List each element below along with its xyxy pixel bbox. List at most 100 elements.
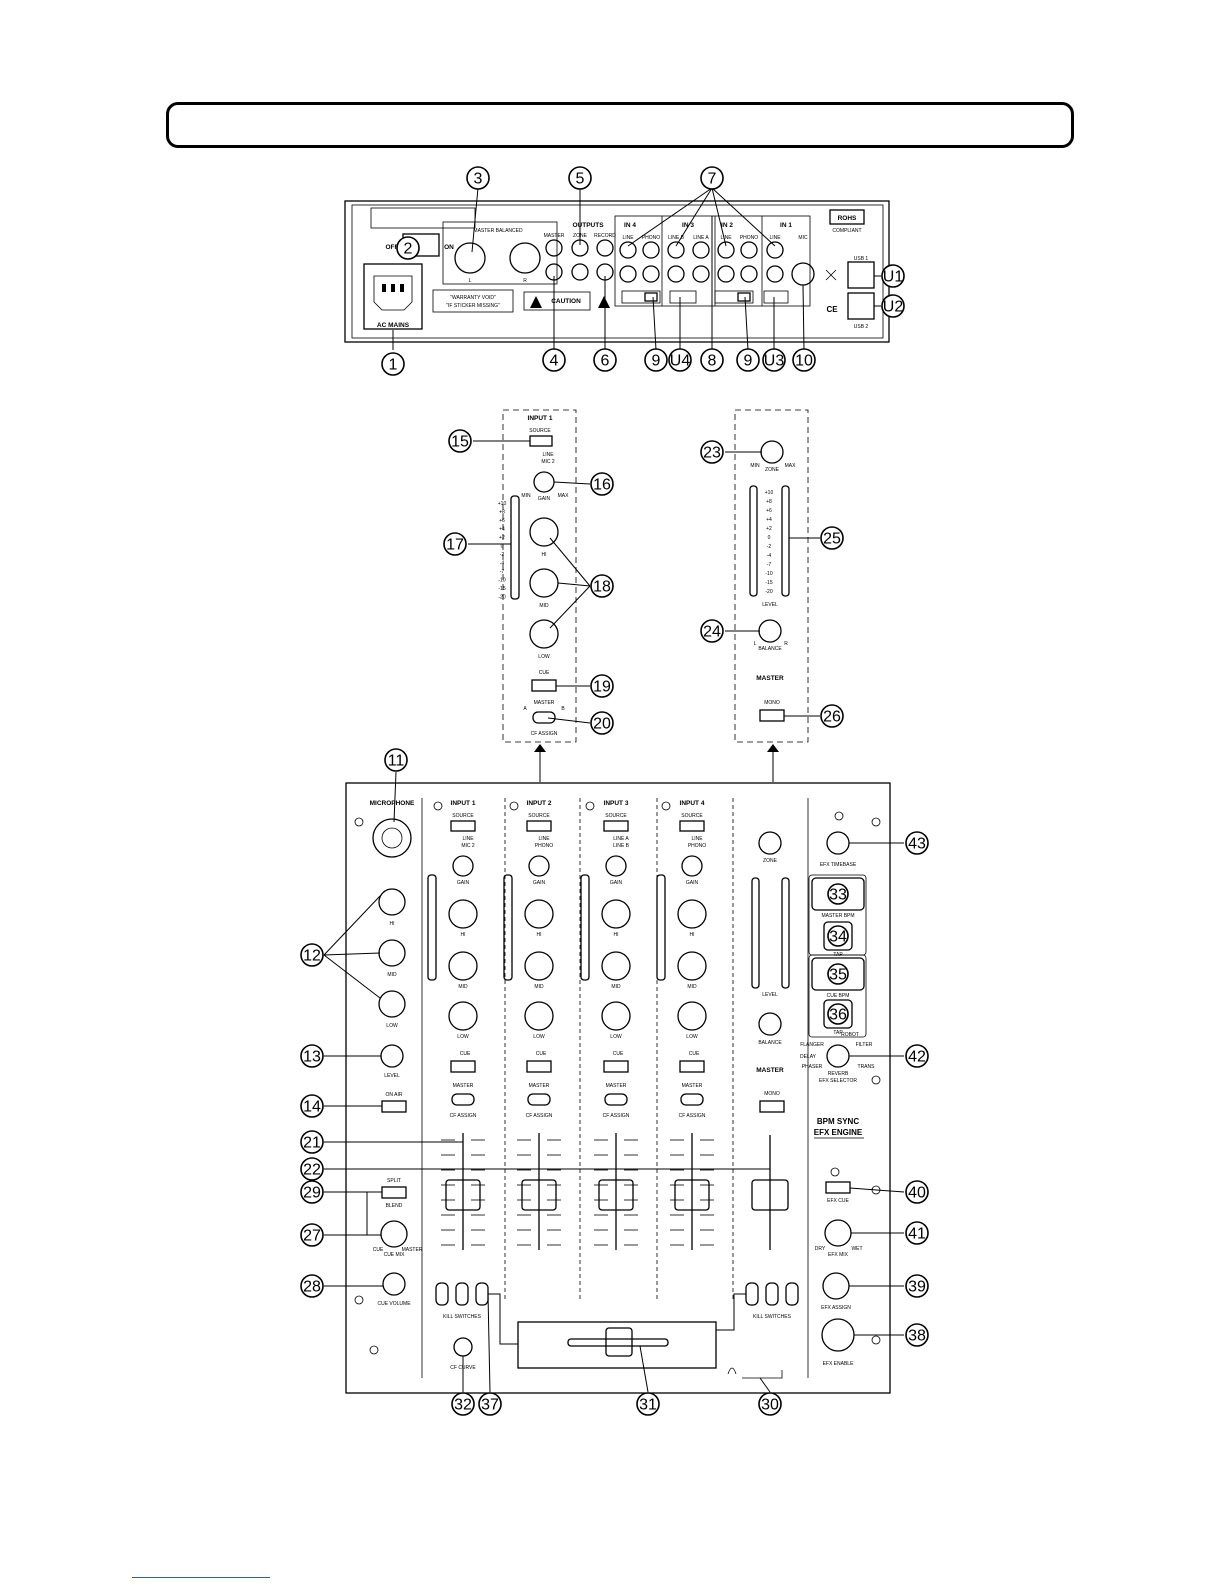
- channel-eq-knob: [601, 951, 631, 981]
- channel-eq-knob: [448, 951, 478, 981]
- detail-master-meter-left: [749, 485, 758, 597]
- callout-c35: 35: [827, 963, 849, 985]
- svg-text:U1: U1: [883, 269, 904, 286]
- crossfader-plate: [517, 1321, 717, 1369]
- kill-mid-right: [765, 1282, 779, 1306]
- caution-label: CAUTION: [551, 298, 581, 305]
- channel-fader-knob: [521, 1179, 557, 1211]
- master-fader: [751, 1135, 789, 1250]
- efx-mix-knob: [824, 1219, 852, 1247]
- channel-source-label: SOURCE: [528, 813, 550, 819]
- detail-cf-b: B: [561, 706, 565, 712]
- channel-eq-knob: [677, 1001, 707, 1031]
- detail-meter-tick: -20: [498, 595, 505, 601]
- detail-cue-label: CUE: [539, 670, 550, 676]
- xlr-right-label: R: [523, 278, 527, 284]
- callout-c36: 36: [827, 1003, 849, 1025]
- svg-text:40: 40: [908, 1185, 926, 1202]
- channel-level-meter: [656, 874, 666, 981]
- svg-text:32: 32: [454, 1397, 472, 1414]
- callout-c30: 30: [758, 1392, 782, 1416]
- master-bpm-label: MASTER BPM: [821, 913, 854, 919]
- ce-mark: CE: [826, 305, 838, 314]
- channel-fader-knob: [598, 1179, 634, 1211]
- detail-meter-tick: -7: [500, 569, 505, 575]
- channel-eq-label: HI: [461, 932, 466, 938]
- channel-eq-label: HI: [537, 932, 542, 938]
- callout-c42: 42: [905, 1044, 929, 1068]
- channel-eq-knob: [448, 899, 478, 929]
- channel-eq-label: LOW: [686, 1034, 698, 1040]
- channel-gain-label: GAIN: [457, 880, 470, 886]
- channel-gain-knob: [681, 855, 703, 877]
- svg-text:1: 1: [389, 357, 398, 374]
- ac-mains-label: AC MAINS: [377, 322, 410, 329]
- ac-mains-socket: [363, 263, 423, 330]
- efx-mix-label: EFX MIX: [828, 1252, 849, 1258]
- detail-meter-tick: 0: [501, 544, 504, 550]
- master-meter-left: [751, 877, 760, 989]
- detail-gain-knob: [533, 471, 555, 493]
- channel-cue-switch: [526, 1060, 552, 1073]
- master-fader-knob: [751, 1179, 789, 1211]
- mic-level-knob: [380, 1044, 404, 1068]
- in3-linea-label: LINE A: [693, 235, 709, 241]
- detail-low-label: LOW: [538, 654, 550, 660]
- cue-tap-label: TAP: [833, 1030, 843, 1036]
- callout-c32: 32: [451, 1392, 475, 1416]
- microphone-title: MICROPHONE: [370, 800, 415, 807]
- svg-text:6: 6: [601, 353, 610, 370]
- svg-text:25: 25: [823, 531, 841, 548]
- svg-text:15: 15: [451, 434, 469, 451]
- channel-strip-2: INPUT 2SOURCELINEPHONOGAINHIMIDLOWCUEMAS…: [503, 800, 561, 1250]
- zone-label: ZONE: [763, 858, 778, 864]
- channel-source-opt: LINE B: [613, 843, 630, 849]
- detail-cf-assign-label: CF ASSIGN: [531, 731, 558, 737]
- callout-c20: 20: [590, 711, 614, 735]
- detail-meter-tick: -4: [500, 561, 505, 567]
- efx-selector-knob: [826, 1044, 850, 1068]
- svg-text:11: 11: [388, 753, 405, 770]
- channel-fader-knob: [445, 1179, 481, 1211]
- in1-label: IN 1: [780, 222, 792, 229]
- channel-strip-4: INPUT 4SOURCELINEPHONOGAINHIMIDLOWCUEMAS…: [656, 800, 714, 1250]
- master-balanced-label: MASTER BALANCED: [473, 228, 523, 234]
- master-level-label: LEVEL: [762, 992, 778, 998]
- svg-text:23: 23: [703, 445, 721, 462]
- channel-source-label: SOURCE: [681, 813, 703, 819]
- callout-c33: 33: [827, 883, 849, 905]
- channel-source-switch: [603, 820, 629, 832]
- channel-eq-label: HI: [690, 932, 695, 938]
- detail-zone-min: MIN: [750, 463, 760, 469]
- master-meter-tick: +6: [766, 508, 772, 514]
- detail-level-meter: [510, 495, 520, 600]
- svg-text:9: 9: [652, 353, 661, 370]
- compliant-label: COMPLIANT: [832, 228, 861, 234]
- mic-jack: [791, 262, 815, 286]
- svg-text:36: 36: [829, 1007, 847, 1024]
- svg-text:21: 21: [303, 1135, 321, 1152]
- mic-combo-jack: [372, 818, 412, 858]
- channel-cf-assign-switch: [527, 1093, 551, 1106]
- channel-source-opt: PHONO: [688, 843, 706, 849]
- efx-enable-label: EFX ENABLE: [823, 1361, 855, 1367]
- detail-cue-switch: [531, 679, 557, 692]
- cue-mix-master: MASTER: [402, 1247, 423, 1253]
- callout-c28: 28: [300, 1274, 324, 1298]
- callout-c41: 41: [905, 1221, 929, 1245]
- detail-hi-knob: [529, 517, 559, 547]
- callout-c25: 25: [820, 526, 844, 550]
- channel-eq-knob: [524, 1001, 554, 1031]
- callout-c43: 43: [905, 831, 929, 855]
- master-meter-tick: -15: [765, 580, 772, 586]
- detail-hi-label: HI: [542, 552, 547, 558]
- svg-text:18: 18: [593, 579, 611, 596]
- channel-eq-knob: [601, 899, 631, 929]
- out-master-label: MASTER: [544, 233, 565, 239]
- detail-meter-tick: +4: [499, 527, 505, 533]
- channel-cue-switch: [450, 1060, 476, 1073]
- svg-text:29: 29: [303, 1185, 321, 1202]
- off-label: OFF: [386, 244, 399, 251]
- channel-eq-label: LOW: [533, 1034, 545, 1040]
- cue-volume-knob: [382, 1272, 406, 1296]
